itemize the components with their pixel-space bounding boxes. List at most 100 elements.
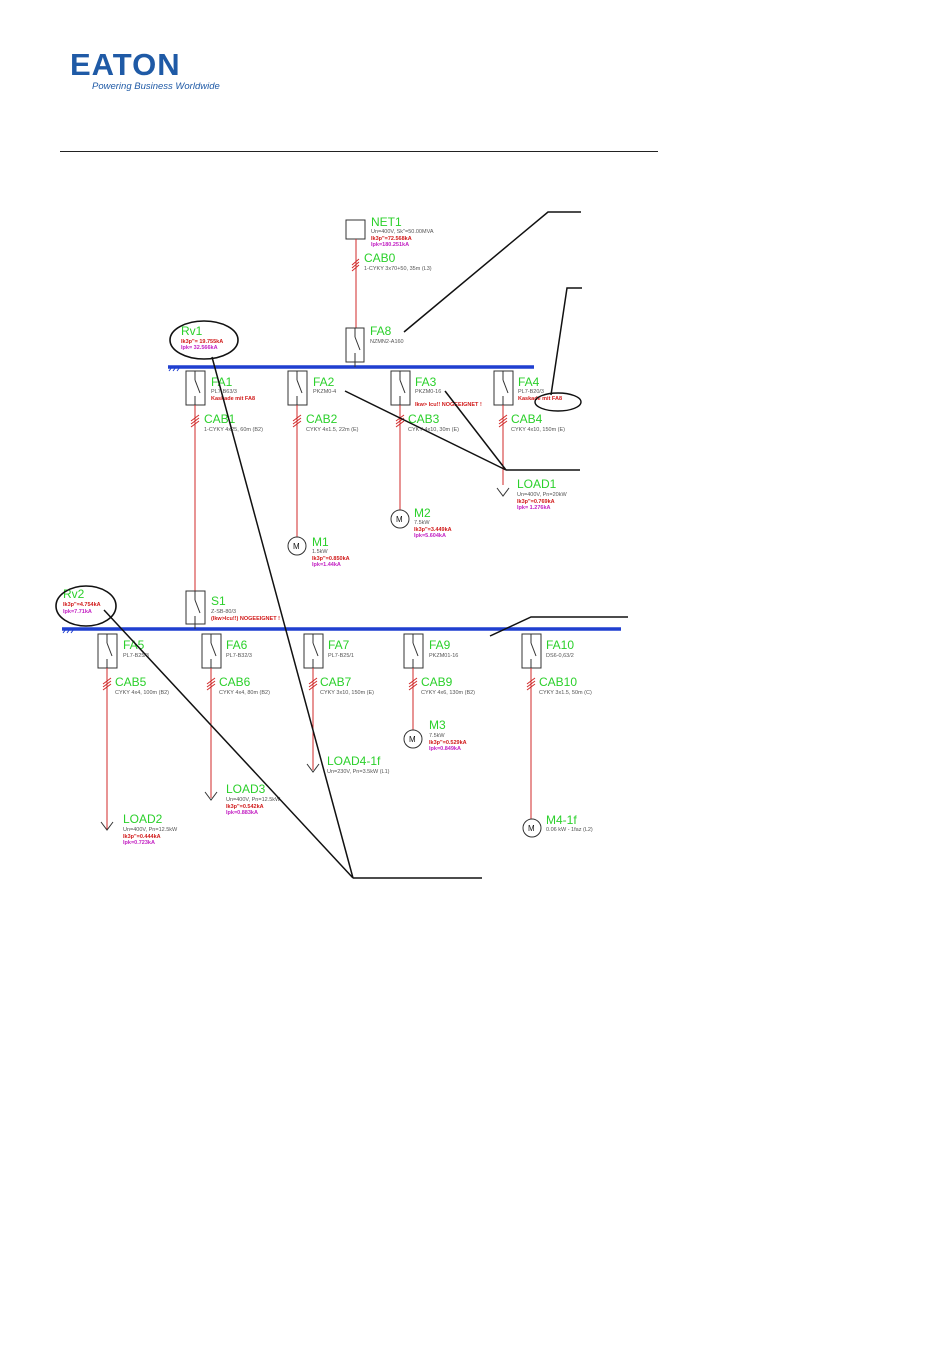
cab3-name: CAB3 bbox=[408, 412, 440, 426]
load1-arrow-icon bbox=[496, 487, 510, 497]
m41f-motor-icon bbox=[522, 818, 542, 838]
fa9-spec: PKZM01-16 bbox=[429, 653, 458, 659]
load2-spec: Un=400V, Pn=12.5kW bbox=[123, 827, 178, 833]
load1-name: LOAD1 bbox=[517, 477, 557, 491]
fa10-name: FA10 bbox=[546, 638, 574, 652]
m2-motor-letter: M bbox=[396, 515, 403, 524]
fa7-spec: PL7-B25/1 bbox=[328, 653, 354, 659]
cab5-name: CAB5 bbox=[115, 675, 147, 689]
cab2-spec: CYKY 4x1.5, 22m (E) bbox=[306, 427, 359, 433]
cab5-cable-icon bbox=[102, 677, 112, 691]
m3-motor-icon bbox=[403, 729, 423, 749]
m1-ik: Ik3p"=0.850kA bbox=[312, 556, 350, 562]
net-ik: Ik3p"=72.568kA bbox=[371, 236, 412, 242]
cab10-cable-icon bbox=[526, 677, 536, 691]
busbar-ground-icon bbox=[168, 366, 181, 372]
load2-name: LOAD2 bbox=[123, 812, 163, 826]
s1-warn: (Ikw>Icu!!) NOGEEIGNET ! bbox=[211, 616, 280, 622]
load3-spec: Un=400V, Pn=12.5kW bbox=[226, 797, 281, 803]
m2-ik: Ik3p"=3.449kA bbox=[414, 527, 452, 533]
callout-rv2-diag bbox=[103, 609, 354, 879]
load3-name: LOAD3 bbox=[226, 782, 266, 796]
fa4-name: FA4 bbox=[518, 375, 540, 389]
callout-subbus bbox=[489, 616, 628, 637]
load41f-name: LOAD4-1f bbox=[327, 754, 381, 768]
callout-rv1-diag bbox=[211, 356, 354, 879]
cab5-spec: CYKY 4x4, 100m (B2) bbox=[115, 690, 169, 696]
cab0-cable-icon bbox=[351, 258, 360, 272]
load1-ik: Ik3p"=0.769kA bbox=[517, 499, 555, 505]
fa5-spec: PL7-B25/3 bbox=[123, 653, 149, 659]
callout-load1-b bbox=[444, 390, 507, 471]
load3-arrow-icon bbox=[204, 791, 218, 801]
fa7-name: FA7 bbox=[328, 638, 350, 652]
load1-spec: Un=400V, Pn=20kW bbox=[517, 492, 567, 498]
s1-switch-icon bbox=[185, 590, 206, 625]
cab1-cable-icon bbox=[190, 414, 200, 428]
callout-fa8 bbox=[403, 211, 581, 333]
m3-ik: Ik3p"=0.529kA bbox=[429, 740, 467, 746]
rv2-highlight-circle bbox=[55, 585, 117, 627]
fa1-name: FA1 bbox=[211, 375, 233, 389]
rv1-name: Rv1 bbox=[181, 324, 203, 338]
fa6-breaker-icon bbox=[201, 633, 222, 669]
m3-name: M3 bbox=[429, 718, 446, 732]
fa8-spec: NZMN2-A160 bbox=[370, 339, 404, 345]
net-ip: Ipk=180.251kA bbox=[371, 242, 409, 248]
cab3-spec: CYKY 4x10, 30m (E) bbox=[408, 427, 459, 433]
fa10-spec: DS6-0,63/2 bbox=[546, 653, 574, 659]
cab10-name: CAB10 bbox=[539, 675, 577, 689]
fa9-name: FA9 bbox=[429, 638, 451, 652]
m1-ip: Ipk=1.44kA bbox=[312, 562, 341, 568]
callout-lines bbox=[103, 211, 628, 879]
cab10-spec: CYKY 3x1.5, 50m (C) bbox=[539, 690, 592, 696]
cab4-cable-icon bbox=[498, 414, 508, 428]
fa2-name: FA2 bbox=[313, 375, 335, 389]
net-name: NET1 bbox=[371, 215, 402, 229]
logo-wordmark: EATON bbox=[70, 47, 181, 82]
fa1-breaker-icon bbox=[185, 370, 206, 406]
m1-motor-letter: M bbox=[293, 542, 300, 551]
fa7-breaker-icon bbox=[303, 633, 324, 669]
rv1-ik: Ik3p"= 19.755kA bbox=[181, 339, 223, 345]
fa2-breaker-icon bbox=[287, 370, 308, 406]
cab2-name: CAB2 bbox=[306, 412, 338, 426]
net-spec: Un=400V, Sk"=50.00MVA bbox=[371, 229, 434, 235]
cab7-cable-icon bbox=[308, 677, 318, 691]
fa8-name: FA8 bbox=[370, 324, 392, 338]
load2-ik: Ik3p"=0.444kA bbox=[123, 834, 161, 840]
logo-tagline: Powering Business Worldwide bbox=[92, 81, 220, 92]
m2-name: M2 bbox=[414, 506, 431, 520]
cab9-name: CAB9 bbox=[421, 675, 453, 689]
rv1-highlight-circle bbox=[169, 320, 239, 360]
m41f-name: M4-1f bbox=[546, 813, 577, 827]
cab6-cable-icon bbox=[206, 677, 216, 691]
net-source-icon bbox=[345, 219, 366, 240]
fa6-name: FA6 bbox=[226, 638, 248, 652]
m41f-spec: 0.06 kW - 1faz (L2) bbox=[546, 827, 593, 833]
cab7-spec: CYKY 3x10, 150m (E) bbox=[320, 690, 374, 696]
fa8-breaker-icon bbox=[345, 327, 365, 363]
callout-fa4 bbox=[550, 287, 582, 396]
load2-ip: Ipk=0.723kA bbox=[123, 840, 155, 846]
fa1-warn: Kaskade mit FA8 bbox=[211, 396, 255, 402]
fa10-breaker-icon bbox=[521, 633, 542, 669]
rv2-name: Rv2 bbox=[63, 587, 85, 601]
m3-spec: 7.5kW bbox=[429, 733, 445, 739]
fa1-spec: PL7-B63/3 bbox=[211, 389, 237, 395]
fa3-breaker-icon bbox=[390, 370, 411, 406]
load3-ip: Ipk=0.883kA bbox=[226, 810, 258, 816]
fa3-warn: Ikw> Icu!! NOGEEIGNET ! bbox=[415, 402, 482, 408]
m2-motor-icon bbox=[390, 509, 410, 529]
rv1-ip: Ipk= 32.566kA bbox=[181, 345, 218, 351]
callout-load1-a bbox=[344, 390, 507, 471]
m41f-motor-letter: M bbox=[528, 824, 535, 833]
eaton-logo: EATON Powering Business Worldwide bbox=[70, 47, 220, 95]
m3-ip: Ipk=0.849kA bbox=[429, 746, 461, 752]
load41f-arrow-icon bbox=[306, 763, 320, 773]
load3-ik: Ik3p"=0.542kA bbox=[226, 804, 264, 810]
fa5-breaker-icon bbox=[97, 633, 118, 669]
fa2-spec: PKZM0-4 bbox=[313, 389, 336, 395]
load1-ip: Ipk= 1.276kA bbox=[517, 505, 551, 511]
